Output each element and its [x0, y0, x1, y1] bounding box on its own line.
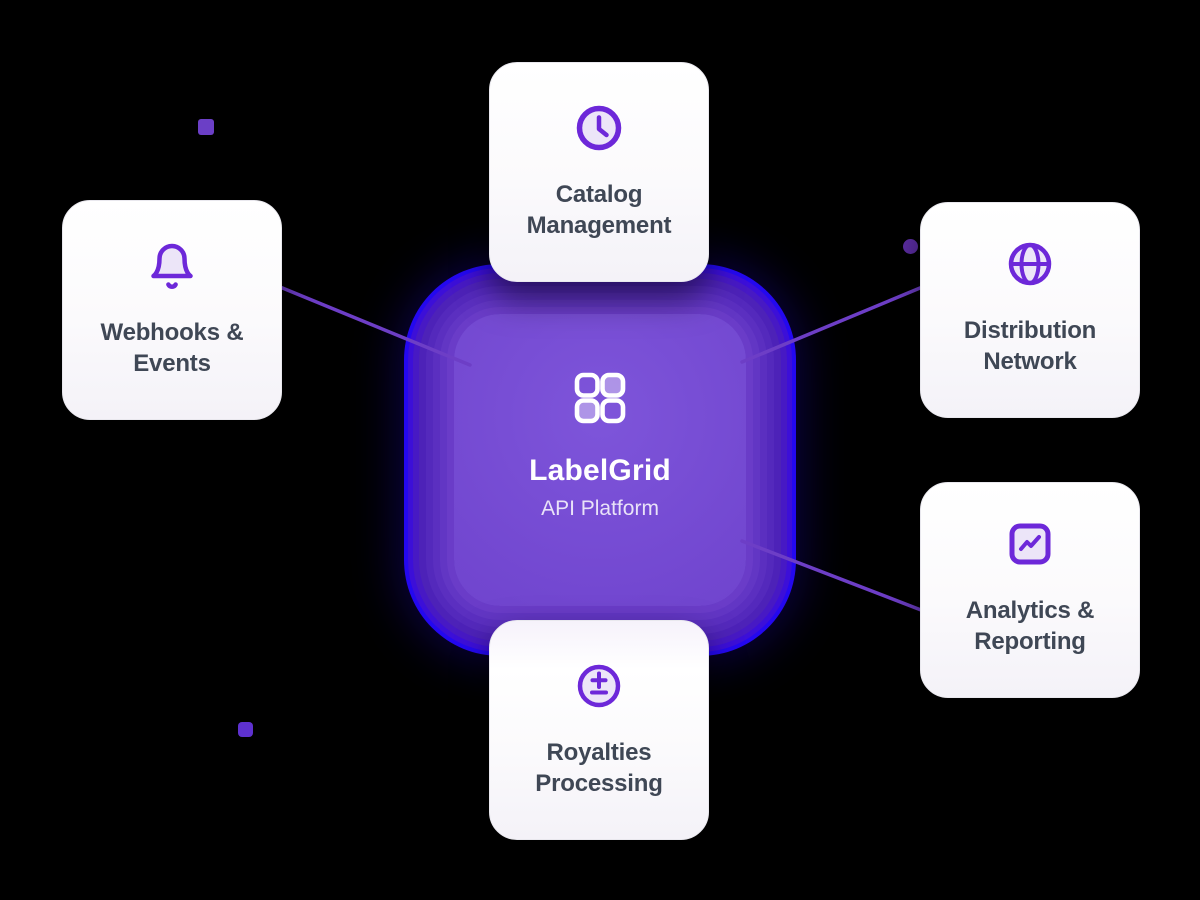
- square-dot-bottom-left-decoration: [238, 722, 253, 737]
- connector-webhooks-line: [278, 285, 472, 367]
- center-node-title: LabelGrid: [529, 454, 671, 487]
- center-node-labelgrid: LabelGrid API Platform: [454, 314, 746, 606]
- card-royalties-processing: Royalties Processing: [489, 620, 709, 840]
- globe-icon: [1005, 239, 1055, 289]
- chart-trending-up-icon: [1005, 519, 1055, 569]
- card-label: Catalog Management: [526, 181, 672, 239]
- card-webhooks-events: Webhooks & Events: [62, 200, 282, 420]
- card-label: Analytics & Reporting: [965, 597, 1095, 655]
- card-label: Royalties Processing: [535, 739, 663, 797]
- center-node-subtitle: API Platform: [541, 497, 659, 520]
- clock-icon: [574, 103, 624, 153]
- bell-icon: [147, 241, 197, 291]
- grid-2x2-icon: [574, 372, 626, 424]
- circle-dot-right-decoration: [903, 239, 918, 254]
- card-analytics-reporting: Analytics & Reporting: [920, 482, 1140, 698]
- connector-distribution-line: [740, 286, 922, 364]
- square-dot-top-left-decoration: [198, 119, 214, 135]
- card-label: Distribution Network: [963, 317, 1097, 375]
- connector-analytics-line: [740, 539, 923, 612]
- card-label: Webhooks & Events: [100, 319, 244, 377]
- card-catalog-management: Catalog Management: [489, 62, 709, 282]
- card-distribution-network: Distribution Network: [920, 202, 1140, 418]
- plus-minus-icon: [574, 661, 624, 711]
